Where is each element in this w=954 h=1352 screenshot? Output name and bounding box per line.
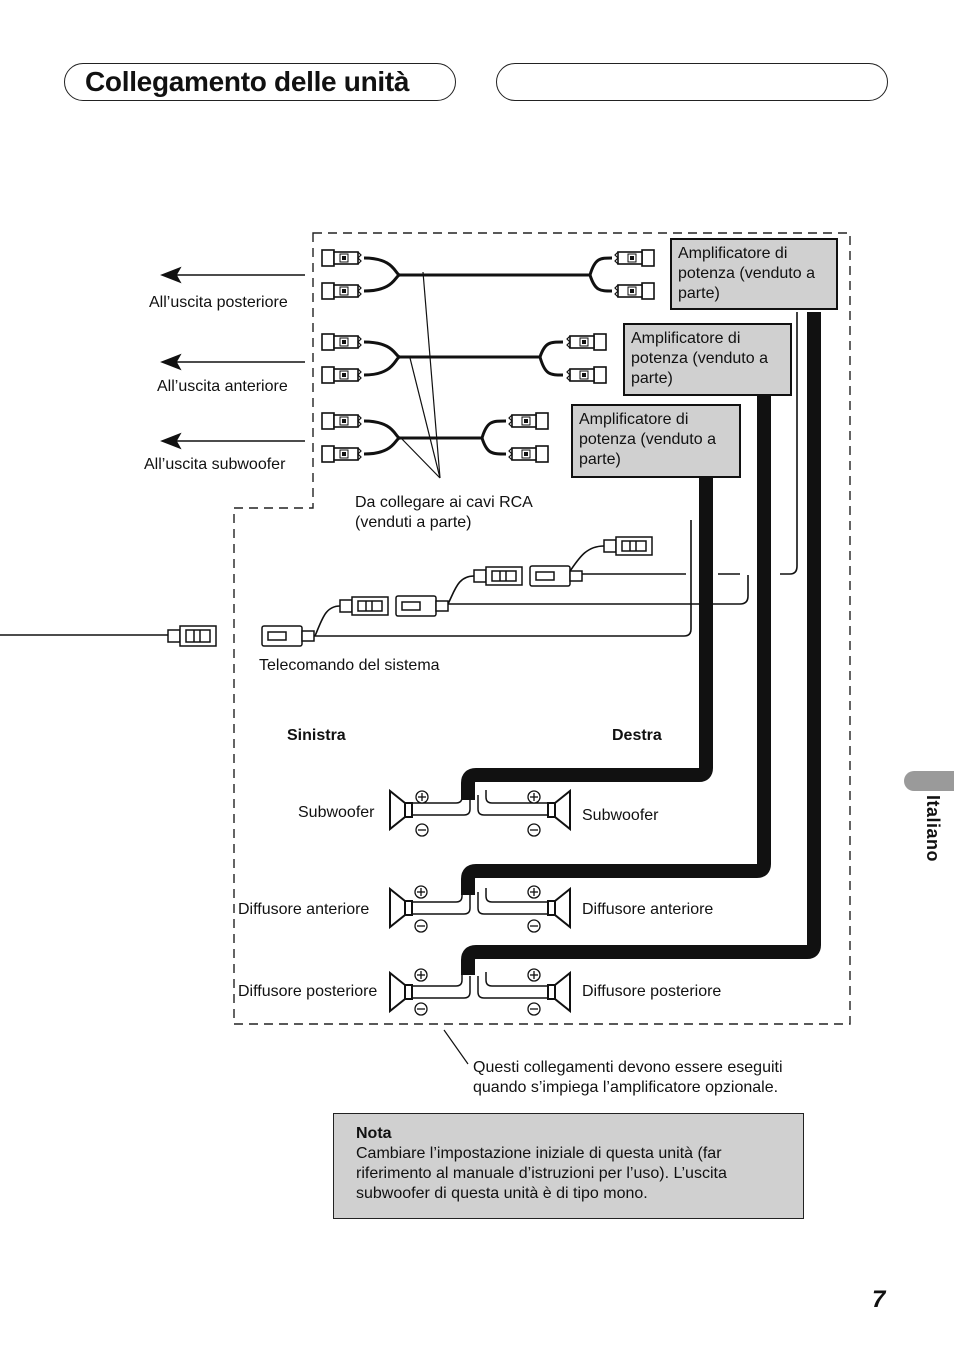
label-rear-left: Diffusore posteriore: [238, 983, 378, 1000]
speaker-rear-right: [547, 972, 571, 1012]
title-pill: Collegamento delle unità: [64, 63, 456, 101]
amplifier-box-rear: Amplificatore di potenza (venduto a part…: [670, 238, 838, 310]
label-subwoofer-right: Subwoofer: [582, 807, 659, 824]
amplifier-box-sub: Amplificatore di potenza (venduto a part…: [571, 404, 741, 478]
speaker-rear-left: [389, 972, 413, 1012]
rca-left-sub: [321, 412, 362, 463]
speaker-sub-left: [389, 790, 413, 830]
speaker-sub-right: [547, 790, 571, 830]
amp-dashed-enclosure: [233, 232, 851, 1025]
rca-left-rear: [321, 249, 362, 300]
note-box: Nota Cambiare l’impostazione iniziale di…: [333, 1113, 804, 1219]
label-left: Sinistra: [287, 727, 346, 744]
page-number: 7: [872, 1286, 886, 1313]
label-right: Destra: [612, 727, 662, 744]
amplifier-box-front: Amplificatore di potenza (venduto a part…: [623, 323, 792, 396]
label-front-left: Diffusore anteriore: [238, 901, 370, 918]
label-front-right: Diffusore anteriore: [582, 901, 714, 918]
label-sub-output: All’uscita subwoofer: [144, 456, 286, 473]
label-amp-note-1: Questi collegamenti devono essere esegui…: [473, 1059, 783, 1076]
label-front-output: All’uscita anteriore: [157, 378, 288, 395]
language-tab: [904, 771, 954, 791]
language-label: Italiano: [923, 795, 943, 863]
label-rear-output: All’uscita posteriore: [149, 294, 288, 311]
note-line-3: subwoofer di questa unità è di tipo mono…: [356, 1185, 648, 1202]
label-rca-note-2: (venduti a parte): [355, 514, 472, 531]
header-empty-pill: [496, 63, 888, 101]
page-title: Collegamento delle unità: [85, 66, 410, 97]
speaker-front-right: [547, 888, 571, 928]
label-remote: Telecomando del sistema: [259, 657, 440, 674]
label-amp-note-2: quando s’impiega l’amplificatore opziona…: [473, 1079, 779, 1096]
note-title: Nota: [356, 1125, 392, 1142]
label-rear-right: Diffusore posteriore: [582, 983, 722, 1000]
note-line-2: riferimento al manuale d’istruzioni per …: [356, 1165, 727, 1182]
label-rca-note-1: Da collegare ai cavi RCA: [355, 494, 533, 511]
speaker-front-left: [389, 888, 413, 928]
label-subwoofer-left: Subwoofer: [298, 804, 375, 821]
rca-left-front: [321, 333, 362, 384]
note-line-1: Cambiare l’impostazione iniziale di ques…: [356, 1145, 722, 1162]
